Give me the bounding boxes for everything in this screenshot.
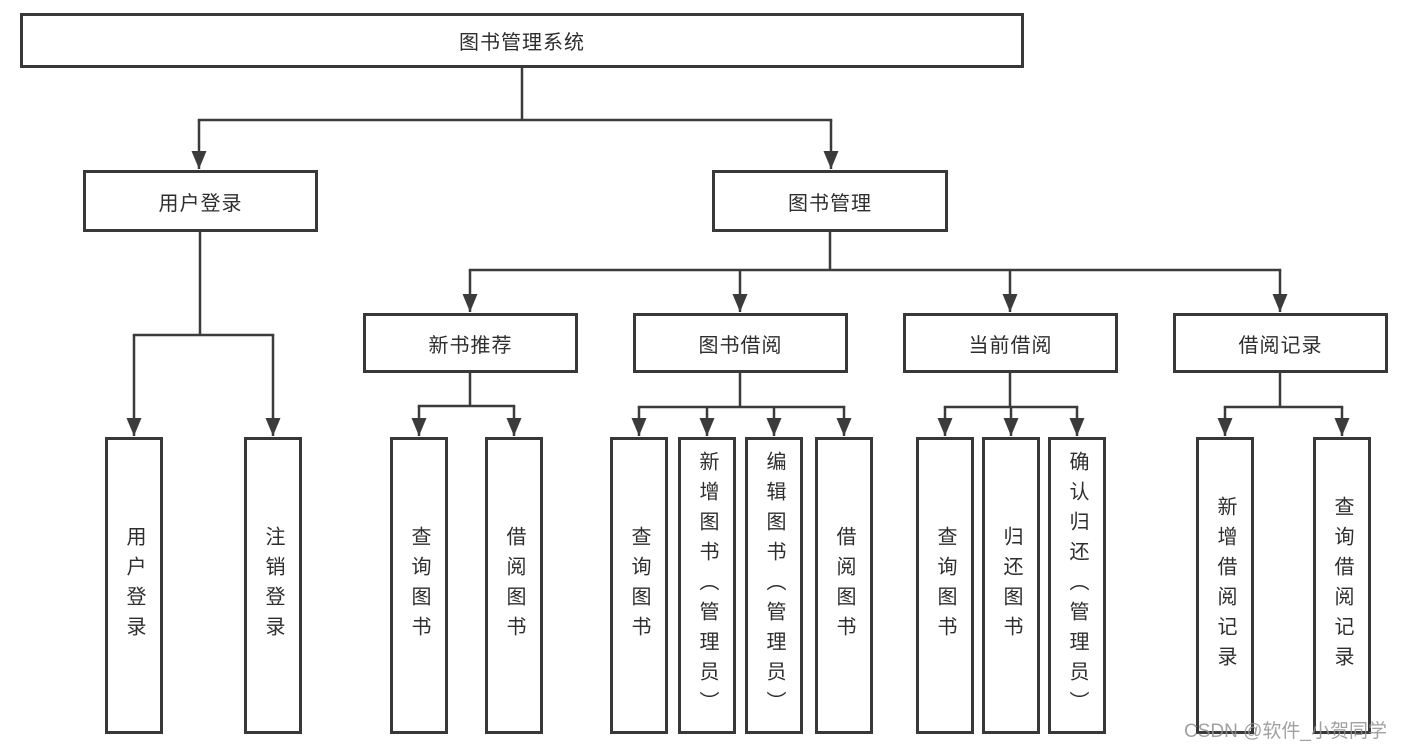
connector-book-management-to-level3 (462, 232, 1288, 312)
node-book-borrow: 图书借阅 (633, 313, 848, 373)
leaf-return-books-label: 归还图书 (1000, 525, 1022, 646)
leaf-confirm-return-admin: 确认归还（管理员） (1048, 437, 1106, 734)
node-current-borrow: 当前借阅 (903, 313, 1118, 373)
node-borrow-records: 借阅记录 (1173, 313, 1388, 373)
leaf-query-borrow-record: 查询借阅记录 (1313, 437, 1371, 734)
node-new-book-recommend: 新书推荐 (363, 313, 578, 373)
leaf-borrow-books: 借阅图书 (815, 437, 873, 734)
connector-root-to-level2 (191, 68, 839, 169)
leaf-edit-books-admin: 编辑图书（管理员） (745, 437, 803, 734)
leaf-add-borrow-record: 新增借阅记录 (1196, 437, 1254, 734)
leaf-query-books-current-label: 查询图书 (934, 525, 956, 646)
leaf-return-books: 归还图书 (982, 437, 1040, 734)
leaf-query-books-current: 查询图书 (916, 437, 974, 734)
node-user-login: 用户登录 (83, 170, 318, 232)
leaf-user-login: 用户登录 (105, 437, 163, 734)
node-book-borrow-label: 图书借阅 (698, 334, 783, 357)
leaf-query-books-borrow: 查询图书 (610, 437, 668, 734)
node-new-book-recommend-label: 新书推荐 (428, 334, 513, 357)
leaf-add-books-admin: 新增图书（管理员） (678, 437, 736, 734)
leaf-add-books-admin-label: 新增图书（管理员） (696, 450, 718, 721)
node-current-borrow-label: 当前借阅 (968, 334, 1053, 357)
connector-book-borrow-to-leaves (631, 373, 852, 436)
leaf-query-borrow-record-label: 查询借阅记录 (1331, 495, 1353, 676)
leaf-borrow-books-recommend-label: 借阅图书 (503, 525, 525, 646)
leaf-query-books-recommend-label: 查询图书 (408, 525, 430, 646)
node-borrow-records-label: 借阅记录 (1238, 334, 1323, 357)
connector-user-login-to-leaves (126, 232, 281, 436)
leaf-borrow-books-label: 借阅图书 (833, 525, 855, 646)
leaf-query-books-recommend: 查询图书 (390, 437, 448, 734)
node-root: 图书管理系统 (20, 13, 1024, 68)
watermark: CSDN @软件_小贺同学 (1184, 721, 1387, 742)
node-book-management-label: 图书管理 (788, 192, 872, 215)
leaf-add-borrow-record-label: 新增借阅记录 (1214, 495, 1236, 676)
leaf-confirm-return-admin-label: 确认归还（管理员） (1066, 450, 1088, 721)
leaf-borrow-books-recommend: 借阅图书 (485, 437, 543, 734)
leaf-logout-label: 注销登录 (262, 525, 284, 646)
node-book-management: 图书管理 (712, 170, 948, 232)
leaf-user-login-label: 用户登录 (123, 525, 145, 646)
node-user-login-label: 用户登录 (158, 192, 243, 215)
node-root-label: 图书管理系统 (459, 32, 585, 54)
leaf-logout: 注销登录 (244, 437, 302, 734)
leaf-edit-books-admin-label: 编辑图书（管理员） (763, 450, 785, 721)
leaf-query-books-borrow-label: 查询图书 (628, 525, 650, 646)
connector-current-borrow-to-leaves (937, 373, 1085, 436)
connector-new-book-recommend-to-leaves (411, 373, 522, 436)
connector-borrow-records-to-leaves (1217, 373, 1350, 436)
